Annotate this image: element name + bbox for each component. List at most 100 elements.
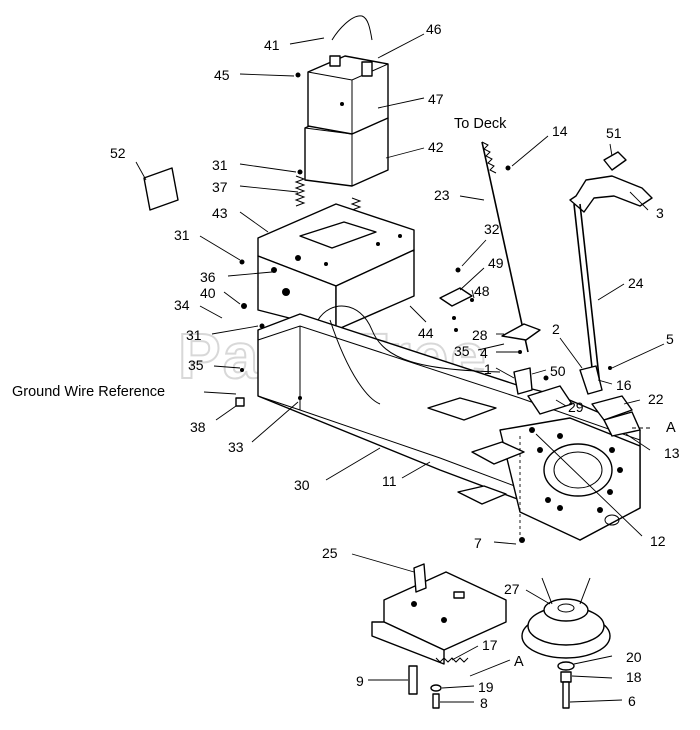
- callout-40: 40: [200, 285, 216, 301]
- callout-49: 49: [488, 255, 504, 271]
- callout-9: 9: [356, 673, 364, 689]
- callout-42: 42: [428, 139, 444, 155]
- battery-terminal-pos: [361, 61, 373, 77]
- callout-37: 37: [212, 179, 228, 195]
- callout-47: 47: [428, 91, 444, 107]
- battery-assembly: [295, 15, 389, 187]
- callout-41: 41: [264, 37, 280, 53]
- callout-4: 4: [480, 345, 488, 361]
- callout-14: 14: [552, 123, 568, 139]
- callout-35: 35: [454, 343, 470, 359]
- callout-28: 28: [472, 327, 488, 343]
- wire-harness: [317, 305, 501, 373]
- battery: [307, 55, 389, 135]
- callout-38: 38: [190, 419, 206, 435]
- pin-4: [518, 350, 522, 354]
- bolt-31-a: [239, 259, 245, 265]
- bracket-49: [439, 287, 473, 307]
- nut-7: [519, 537, 525, 543]
- battery-wire: [331, 15, 373, 41]
- nut-5: [608, 366, 612, 370]
- callout-48: 48: [474, 283, 490, 299]
- callout-35: 35: [188, 357, 204, 373]
- spacer-25: [413, 563, 427, 593]
- nut-32: [455, 267, 461, 273]
- lift-linkage: [439, 267, 641, 437]
- callouts: 41 46 45 47 42 52 31 37 43 31 36 40 34 3…: [110, 21, 680, 711]
- clip-14: [505, 165, 511, 171]
- pulley-hub: [543, 598, 589, 622]
- callout-16: 16: [616, 377, 632, 393]
- callout-7: 7: [474, 535, 482, 551]
- bolt-48: [470, 298, 474, 302]
- callout-6: 6: [628, 693, 636, 709]
- callout-31: 31: [174, 227, 190, 243]
- callout-44: 44: [418, 325, 434, 341]
- bolt-33: [298, 396, 302, 400]
- callout-24: 24: [628, 275, 644, 291]
- callout-50: 50: [550, 363, 566, 379]
- spring-17: [435, 657, 469, 663]
- callout-20: 20: [626, 649, 642, 665]
- callout-22: 22: [648, 391, 664, 407]
- callout-23: 23: [434, 187, 450, 203]
- callout-32: 32: [484, 221, 500, 237]
- callout-17: 17: [482, 637, 498, 653]
- callout-51: 51: [606, 125, 622, 141]
- callout-5: 5: [666, 331, 674, 347]
- washer-40: [241, 303, 247, 309]
- nut-31-c: [259, 323, 265, 329]
- washer-20: [557, 661, 575, 671]
- callout-31: 31: [212, 157, 228, 173]
- battery-terminal-neg: [329, 55, 341, 67]
- callout-33: 33: [228, 439, 244, 455]
- lever-grip: [569, 175, 653, 213]
- callout-11: 11: [382, 473, 397, 489]
- clip-38: [235, 397, 245, 407]
- callout-30: 30: [294, 477, 310, 493]
- callout-13: 13: [664, 445, 680, 461]
- callout-36: 36: [200, 269, 216, 285]
- callout-43: 43: [212, 205, 228, 221]
- callout-3: 3: [656, 205, 664, 221]
- engine-pulley: [521, 577, 611, 709]
- callout-46: 46: [426, 21, 442, 37]
- ref-a-right: A: [666, 420, 676, 436]
- leader-lines: [135, 33, 665, 703]
- callout-34: 34: [174, 297, 190, 313]
- callout-25: 25: [322, 545, 338, 561]
- lever-28: [501, 323, 541, 341]
- bolt-8: [432, 693, 440, 709]
- deck-lift-rod: [481, 141, 529, 353]
- to-deck-note: To Deck: [454, 116, 507, 132]
- frame-slot: [427, 397, 497, 421]
- pivot-16: [579, 365, 603, 395]
- chassis-frame: [235, 313, 641, 543]
- callout-31: 31: [186, 327, 202, 343]
- mount-bracket: [371, 563, 507, 709]
- washer-19: [430, 684, 442, 692]
- callout-12: 12: [650, 533, 666, 549]
- callout-2: 2: [552, 321, 560, 337]
- washer-18: [560, 671, 572, 683]
- callout-18: 18: [626, 669, 642, 685]
- label-decal: [143, 167, 179, 211]
- bolt-12: [529, 427, 535, 433]
- ground-wire-note: Ground Wire Reference: [12, 384, 165, 400]
- callout-45: 45: [214, 67, 230, 83]
- callout-19: 19: [478, 679, 494, 695]
- screw-45: [295, 72, 301, 78]
- plate-29: [527, 385, 573, 415]
- bracket-flange: [371, 621, 445, 665]
- callout-1: 1: [484, 361, 492, 377]
- ref-a-bottom: A: [514, 654, 524, 670]
- seat-bracket: [239, 203, 415, 331]
- lift-lever: [569, 151, 653, 387]
- callout-52: 52: [110, 145, 126, 161]
- arm-22: [591, 395, 633, 421]
- bracket-1: [513, 367, 533, 395]
- bracket-13: [603, 411, 641, 437]
- lever-cap: [603, 151, 627, 171]
- callout-8: 8: [480, 695, 488, 711]
